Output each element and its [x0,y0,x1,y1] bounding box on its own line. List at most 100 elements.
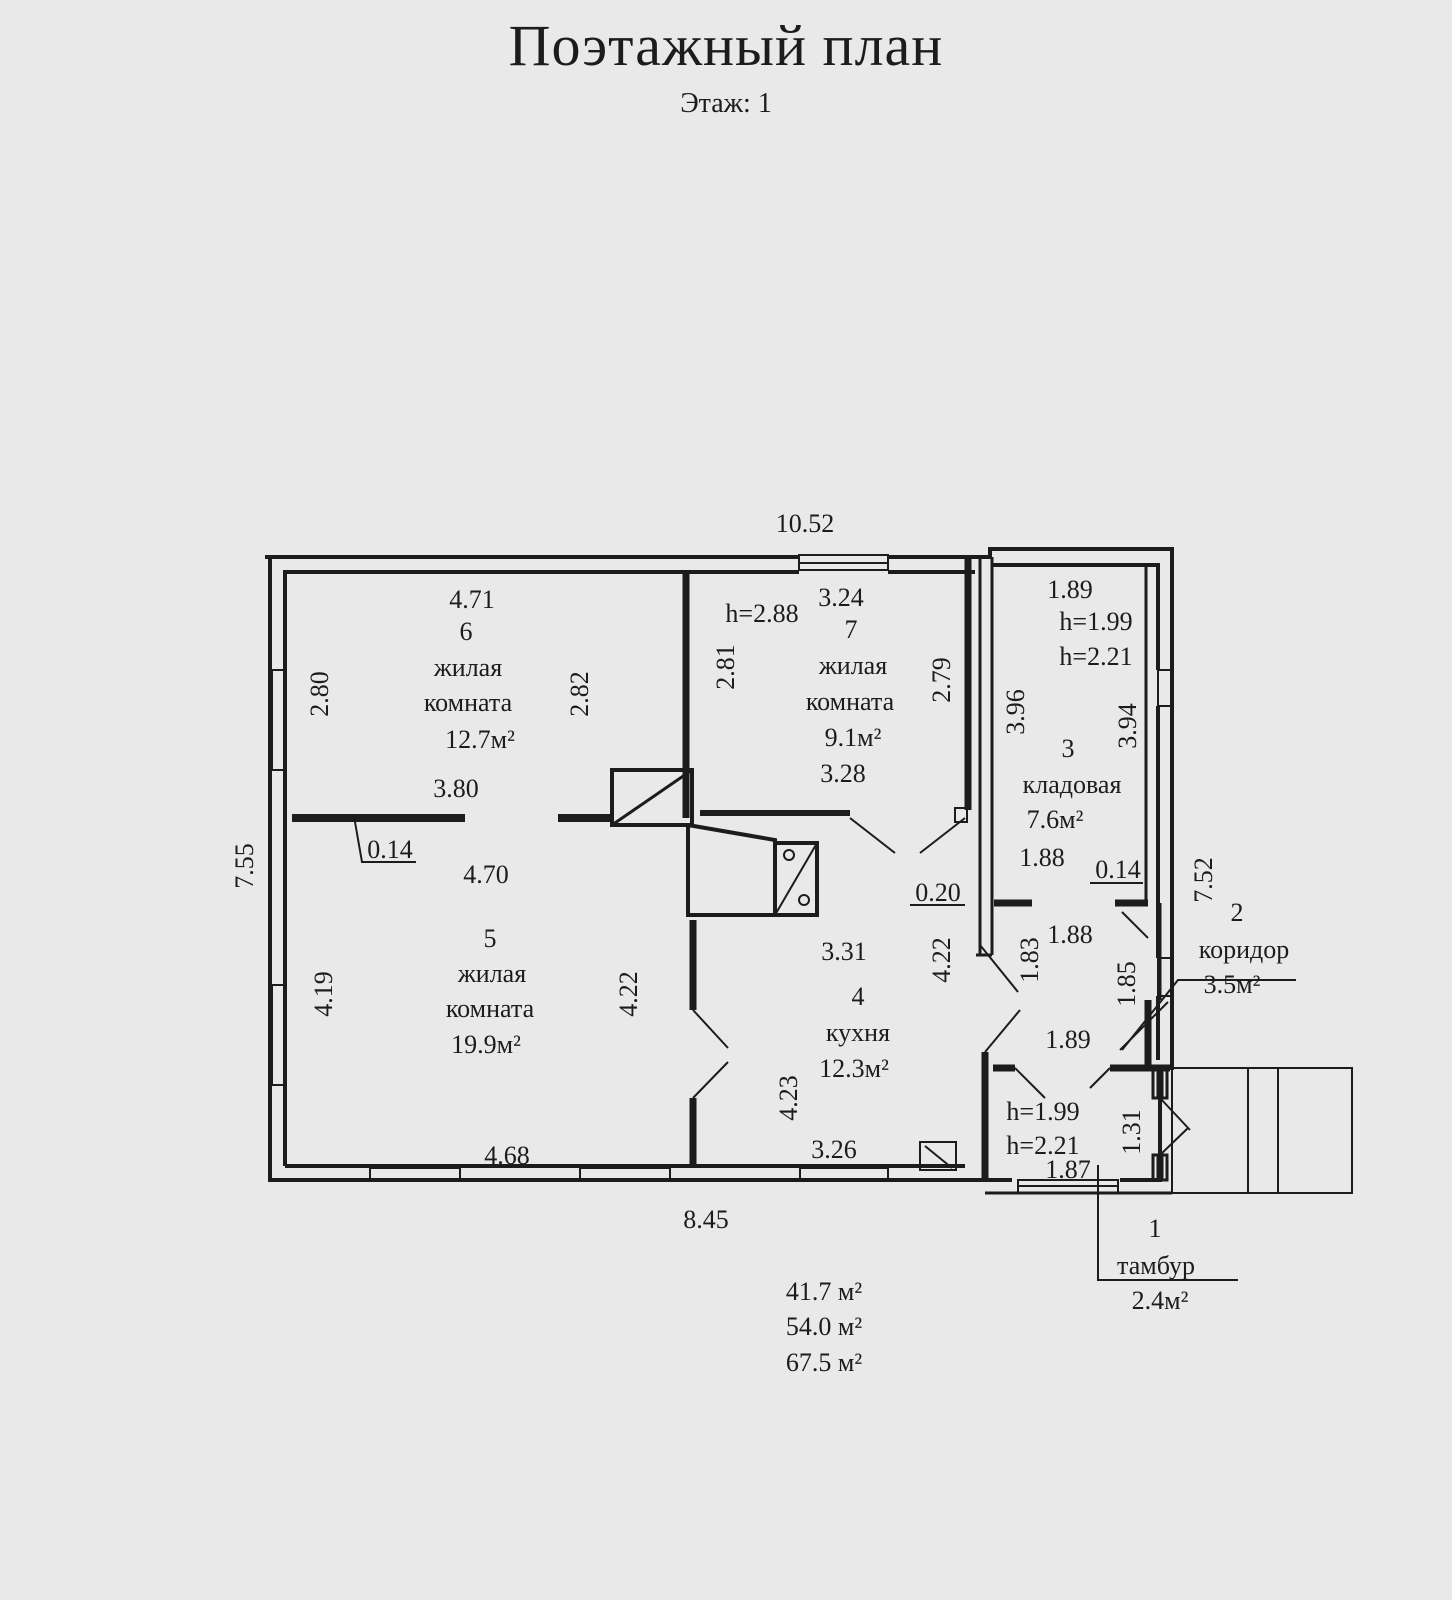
dim-overall-right: 7.52 [1189,857,1218,903]
porch-steps [1171,1067,1353,1194]
leader-tambur [1097,1165,1238,1281]
door-entrance-upper [1159,1097,1191,1131]
window-left-lower [271,984,286,1086]
floor-indicator: Этаж: 1 [0,88,1452,120]
dim-r2-top: 1.88 [1047,920,1093,949]
dim-r1-right: 1.31 [1117,1109,1146,1155]
total-usable-area: 54.0 м² [786,1312,862,1341]
dim-r7-bottom: 3.28 [820,759,866,788]
dim-r5-top: 4.70 [463,860,509,889]
room-3-name: кладовая [1023,770,1122,799]
door-r2-r1-right [1089,1067,1111,1089]
stove [610,768,694,827]
door-r7-stop [954,807,968,823]
stove-burner-box [773,841,819,917]
window-bottom-3 [799,1167,889,1181]
room-2-area: 3.5м² [1204,970,1261,999]
dim-r7-top: 3.24 [818,583,864,612]
dim-overall-left: 7.55 [230,843,259,889]
window-left-upper [271,669,286,771]
room-5-name-1: жилая [457,959,526,988]
dim-r2-bottom: 1.89 [1045,1025,1091,1054]
entrance-post-lower [1151,1153,1169,1182]
page-title: Поэтажный план [508,13,944,78]
door-r4-r2-lower [984,1009,1021,1053]
stove-diagonal [611,768,693,827]
dim-r4-top: 3.31 [821,937,867,966]
dim-r2-right: 1.85 [1112,961,1141,1007]
dim-r4-bottom: 3.26 [811,1135,857,1164]
door-r2-r3 [1121,911,1149,939]
floor-value: 1 [757,88,772,119]
dim-r6-bottom: 3.80 [433,774,479,803]
room-7-area: 9.1м² [825,723,882,752]
room-4-area: 12.3м² [819,1054,889,1083]
outer-wall-inner-line [283,563,1160,1060]
dim-r3-left: 3.96 [1001,689,1030,735]
window-right-upper [1157,669,1173,707]
dim-r2-left: 1.83 [1015,937,1044,983]
dim-r5-right: 4.22 [614,971,643,1017]
room-4-number: 4 [852,982,865,1011]
heater [919,1141,957,1171]
dim-bottom-main: 8.45 [683,1205,729,1234]
total-living-area: 41.7 м² [786,1277,862,1306]
dim-thickness-a: 0.14 [367,835,413,864]
dim-r6-top: 4.71 [449,585,495,614]
room-2-number: 2 [1231,898,1244,927]
dim-r7-height: h=2.88 [725,599,798,628]
room-5-area: 19.9м² [451,1030,521,1059]
dim-r5-bottom: 4.68 [484,1141,530,1170]
dim-thickness-c: 0.14 [1095,855,1141,884]
dim-r3-top: 1.89 [1047,575,1093,604]
dim-r1-bottom: 1.87 [1045,1155,1091,1184]
heater-diag [924,1145,953,1169]
room-6-name-2: комната [424,688,513,717]
entrance-post-upper [1151,1068,1169,1100]
room-5-number: 5 [484,924,497,953]
stove-base [686,823,777,917]
door-entrance-lower [1159,1127,1189,1156]
door-r7-right [919,817,966,854]
door-r4-r5-upper [692,1009,729,1049]
stove-burner-top [783,849,795,861]
room-3-area: 7.6м² [1027,805,1084,834]
room-1-name: тамбур [1117,1251,1195,1280]
dim-r6-right: 2.82 [565,671,594,717]
window-bottom-2 [579,1167,671,1181]
dim-r3-right: 3.94 [1113,703,1142,749]
dim-r1-h1: h=1.99 [1006,1097,1079,1126]
dim-r4-right: 4.22 [927,937,956,983]
window-bottom-1 [369,1167,461,1181]
room-5-name-2: комната [446,994,535,1023]
stove-burner-diagonal [774,842,818,916]
dim-r7-right: 2.79 [927,657,956,703]
door-r4-r2-upper [979,944,1019,993]
dim-r3-h2: h=2.21 [1059,642,1132,671]
outer-wall-outer-line [265,547,1174,1182]
dim-r5-left: 4.19 [309,971,338,1017]
leader-koridor [1121,979,1296,1051]
room-7-name-1: жилая [818,651,887,680]
door-r7-left [849,817,896,854]
dim-r4-left: 4.23 [774,1075,803,1121]
dim-r3-h1: h=1.99 [1059,607,1132,636]
dim-overall-top: 10.52 [776,509,835,538]
room-6-area: 12.7м² [445,725,515,754]
room-1-area: 2.4м² [1132,1286,1189,1315]
door-r2-r1-left [1014,1067,1046,1099]
total-overall-area: 67.5 м² [786,1348,862,1377]
dim-thickness-b: 0.20 [915,878,961,907]
room-7-number: 7 [845,615,858,644]
leader-thickness-a [354,821,416,863]
room-2-name: коридор [1199,935,1289,964]
dim-r1-h2: h=2.21 [1006,1131,1079,1160]
door-r4-r5-lower [692,1061,729,1099]
room-6-name-1: жилая [433,653,502,682]
room-4-name: кухня [826,1018,890,1047]
room-7-name-2: комната [806,687,895,716]
floor-label: Этаж: [680,88,751,119]
dim-r7-left: 2.81 [711,644,740,690]
